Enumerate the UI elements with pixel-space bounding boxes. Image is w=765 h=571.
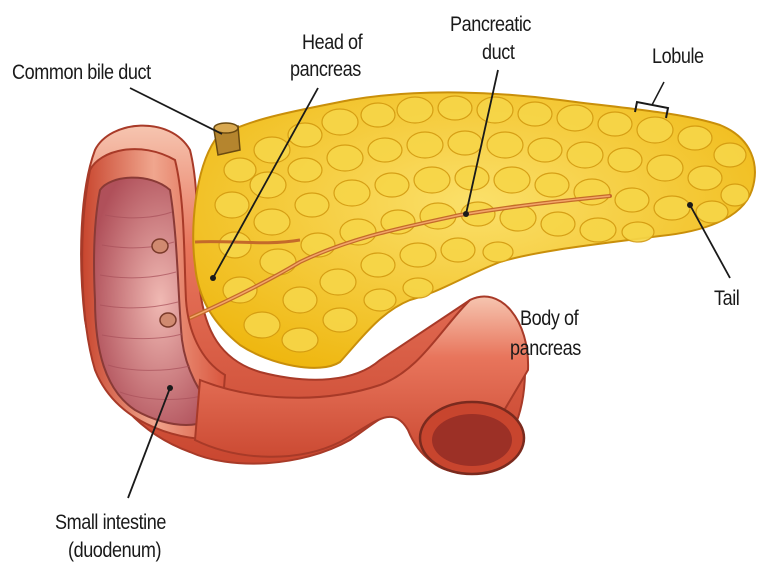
label-pancreatic-duct-line2: duct	[482, 40, 514, 66]
major-duct-opening	[160, 313, 176, 327]
label-head-of-pancreas-line2: pancreas	[290, 57, 361, 83]
label-tail: Tail	[714, 286, 739, 312]
label-head-of-pancreas-line1: Head of	[302, 30, 362, 56]
label-body-of-pancreas-line2: pancreas	[510, 336, 581, 362]
label-body-of-pancreas-line1: Body of	[520, 306, 578, 332]
label-lobule: Lobule	[652, 44, 704, 70]
duodenum-end-inner	[432, 414, 512, 466]
label-pancreatic-duct-line1: Pancreatic	[450, 12, 531, 38]
label-small-intestine-line2: (duodenum)	[68, 538, 161, 564]
label-common-bile-duct: Common bile duct	[12, 60, 151, 86]
accessory-duct-opening	[152, 239, 168, 253]
label-small-intestine-line1: Small intestine	[55, 510, 166, 536]
